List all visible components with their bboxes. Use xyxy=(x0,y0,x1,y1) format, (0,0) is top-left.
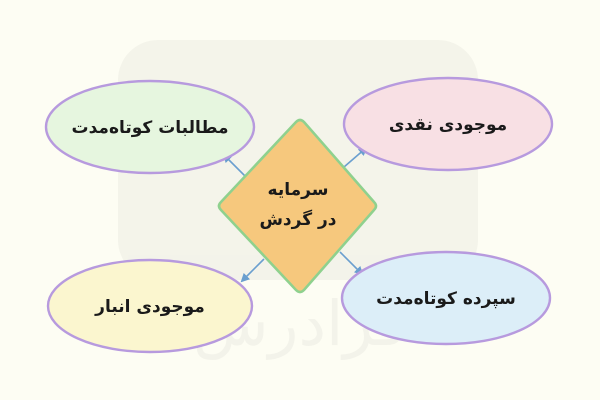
node-bottom-right-shape xyxy=(340,250,552,346)
node-short-term-deposit: سپرده کوتاه‌مدت xyxy=(340,250,552,346)
arrow-to-bottom-right xyxy=(339,251,364,276)
node-bottom-right-label: سپرده کوتاه‌مدت xyxy=(376,289,516,309)
node-top-right-shape xyxy=(342,76,554,172)
node-top-right-label: موجودی نقدی xyxy=(389,115,507,135)
node-cash-balance: موجودی نقدی xyxy=(342,76,554,172)
node-top-left-label: مطالبات کوتاه‌مدت xyxy=(72,118,229,138)
center-label-line2: در گردش xyxy=(259,209,336,230)
node-top-left-shape xyxy=(44,79,256,175)
node-working-capital: سرمایه در گردش xyxy=(217,118,378,294)
node-bottom-left-shape xyxy=(46,258,254,354)
center-label-line1: سرمایه xyxy=(268,180,329,200)
center-diamond-shape xyxy=(217,118,378,294)
node-inventory: موجودی انبار xyxy=(46,258,254,354)
arrow-to-bottom-left xyxy=(240,258,265,283)
node-short-term-receivables: مطالبات کوتاه‌مدت xyxy=(44,79,256,175)
node-bottom-left-label: موجودی انبار xyxy=(94,297,205,317)
